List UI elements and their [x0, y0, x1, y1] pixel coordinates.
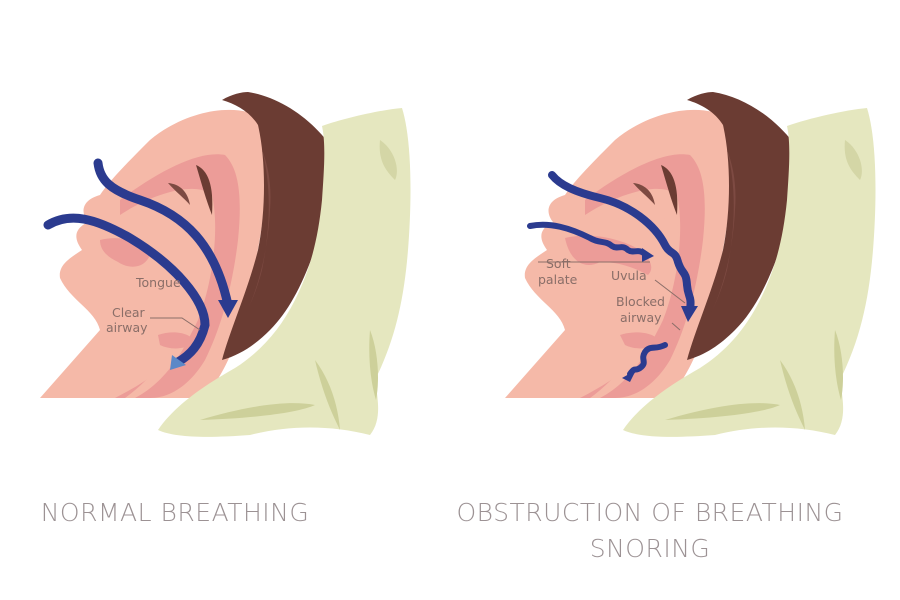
label-blocked-airway-line2: airway: [620, 310, 662, 325]
label-clear-airway-line2: airway: [106, 320, 148, 335]
label-soft-palate-line1: Soft: [546, 256, 571, 271]
pillow: [158, 108, 411, 437]
airflow-arrow-mouth: [527, 221, 648, 257]
snoring-illustration: [505, 92, 876, 437]
pillow: [623, 108, 876, 437]
caption-obstruction-line1: OBSTRUCTION OF BREATHING: [456, 498, 844, 527]
airflow-arrow-blocked: [627, 342, 668, 377]
caption-obstruction-line2: SNORING: [589, 534, 711, 563]
label-uvula: Uvula: [611, 268, 647, 283]
caption-normal-breathing: NORMAL BREATHING: [40, 498, 310, 527]
soft-palate-shape: [565, 235, 652, 275]
snoring-panel: Soft palate Uvula Blocked airway: [450, 0, 900, 470]
airflow-arrow-nose: [93, 158, 233, 310]
airflow-arrow-mouth: [43, 213, 210, 367]
label-blocked-airway-line1: Blocked: [616, 294, 665, 309]
hair: [687, 92, 806, 360]
normal-breathing-panel: Tongue Clear airway: [0, 0, 450, 470]
airflow-arrow-nose: [548, 171, 695, 314]
airway-band: [580, 154, 705, 398]
normal-breathing-illustration: [40, 92, 411, 437]
airway-band: [115, 154, 240, 398]
label-tongue: Tongue: [136, 275, 181, 290]
label-soft-palate-line2: palate: [538, 272, 578, 287]
label-clear-airway-line1: Clear: [112, 305, 145, 320]
hair: [222, 92, 341, 360]
